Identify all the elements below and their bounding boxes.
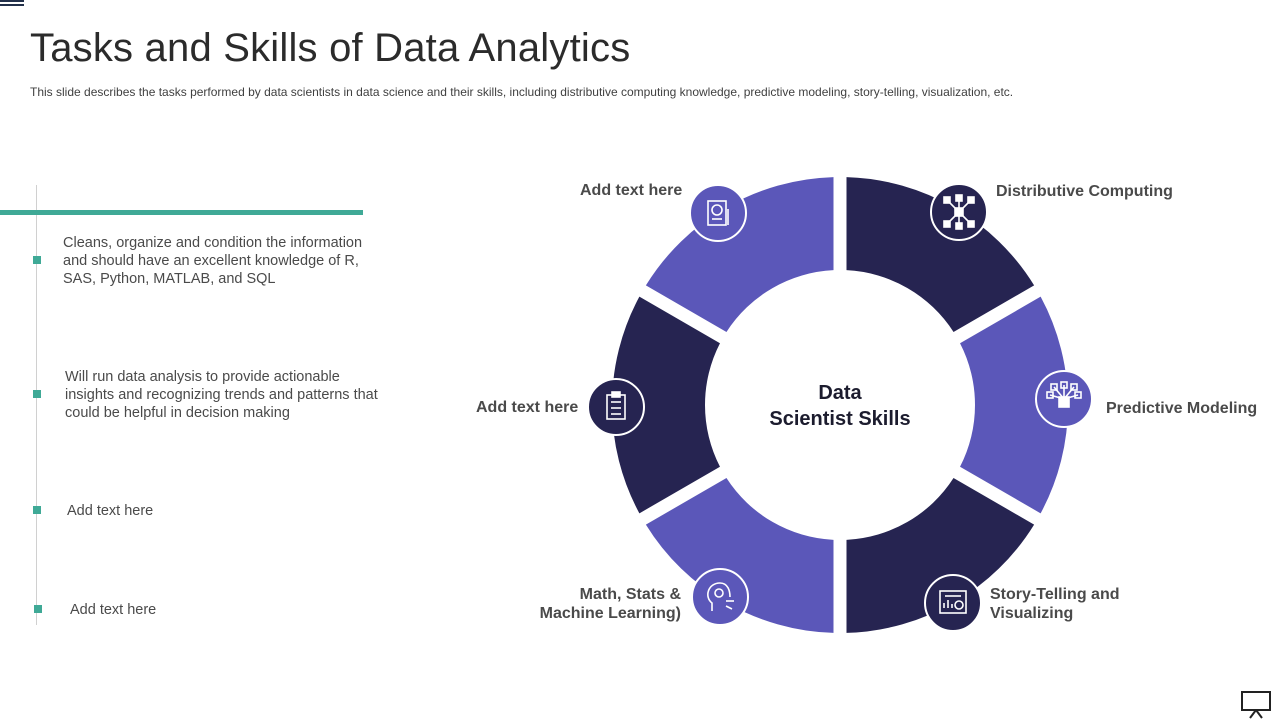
center-label-line-2: Scientist Skills [769, 408, 911, 430]
task-text-4: Add text here [70, 602, 157, 618]
slide-title: Tasks and Skills of Data Analytics [30, 26, 631, 70]
slide-subtitle: This slide describes the tasks performed… [30, 85, 1014, 99]
segment-label-line: Story-Telling and [990, 586, 1120, 603]
corner-decoration [0, 0, 24, 6]
segment-label-predictive-modeling: Predictive Modeling [1106, 400, 1258, 417]
segment-label-line: Machine Learning) [539, 605, 681, 622]
clipboard-checklist-icon [587, 378, 645, 436]
segment-label-story-telling: Story-Telling and Visualizing [990, 585, 1119, 623]
timeline-line [36, 185, 37, 625]
network-hub-icon [930, 183, 988, 241]
ai-head-icon [691, 568, 749, 626]
task-bullet [34, 605, 42, 613]
task-bullet [33, 256, 41, 264]
diagram-center-label: Data Scientist Skills [740, 380, 940, 432]
presentation-screen-icon [1241, 691, 1271, 719]
presentation-chart-icon [924, 574, 982, 632]
ring-segment [846, 177, 1035, 332]
center-label-line-1: Data [818, 382, 862, 404]
segment-label-distributive-computing: Distributive Computing [996, 183, 1173, 200]
accent-bar [0, 210, 363, 215]
ring-segment [960, 296, 1068, 514]
model-cube-icon [1035, 370, 1093, 428]
ring-segment [645, 478, 834, 633]
task-text-2: Will run data analysis to provide action… [65, 369, 378, 421]
segment-label-math-stats: Math, Stats & Machine Learning) [500, 585, 681, 623]
task-text-3: Add text here [67, 503, 154, 519]
ring-segment [645, 177, 834, 332]
segment-label-left: Add text here [476, 399, 579, 416]
dollar-report-icon [689, 184, 747, 242]
task-bullet [33, 506, 41, 514]
ring-segment [612, 296, 720, 514]
task-bullet [33, 390, 41, 398]
ring-segment [846, 478, 1035, 633]
segment-label-line: Math, Stats & [579, 586, 681, 603]
segment-label-line: Visualizing [990, 605, 1074, 622]
segment-label-top-left: Add text here [580, 182, 683, 199]
task-text-1: Cleans, organize and condition the infor… [63, 235, 363, 287]
